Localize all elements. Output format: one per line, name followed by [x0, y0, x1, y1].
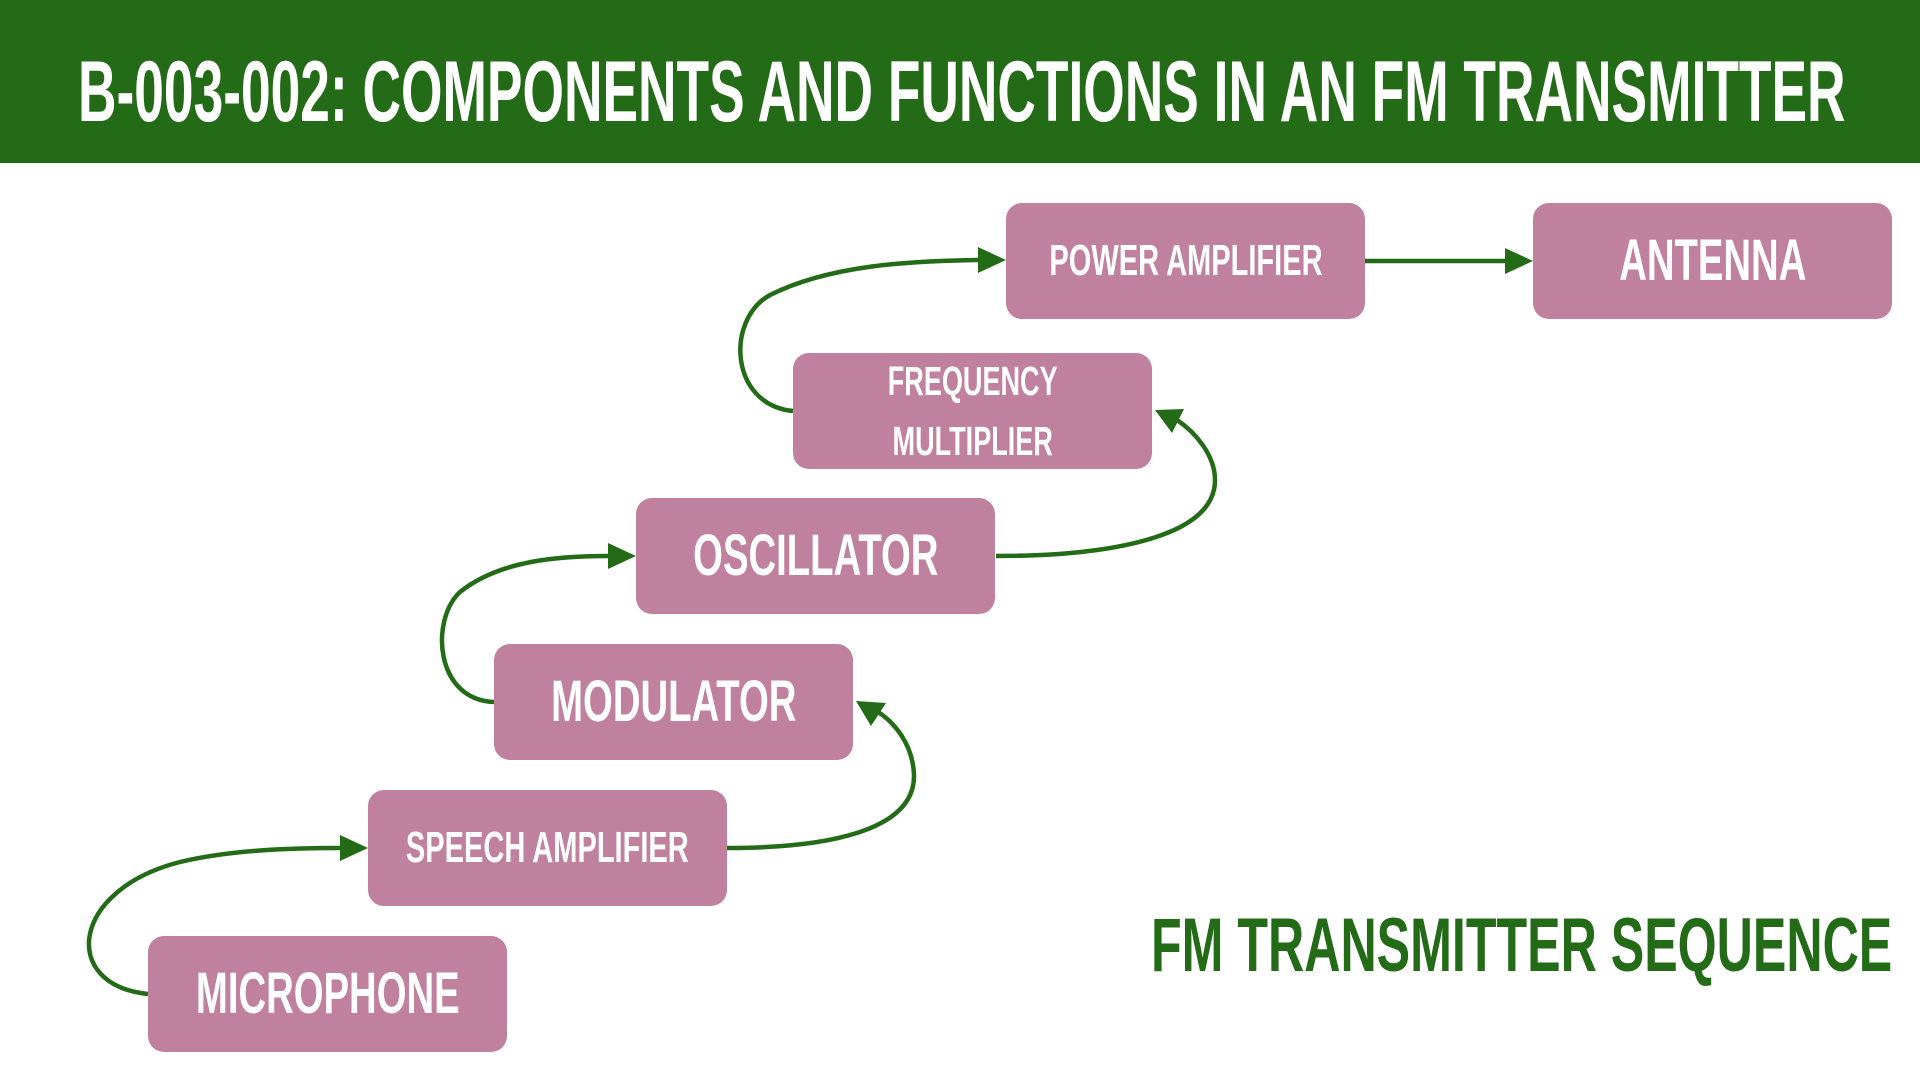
header-bar: B-003-002: COMPONENTS AND FUNCTIONS IN A…	[0, 0, 1920, 163]
stage-label: MICROPHONE	[195, 961, 460, 1026]
arrowhead-speech-amplifier	[340, 835, 368, 861]
stage-modulator: MODULATOR	[494, 644, 853, 760]
arrow-frequency-multiplier-to-power-amplifier	[738, 257, 979, 414]
arrowhead-oscillator	[608, 543, 636, 569]
arrowhead-frequency-multiplier	[1155, 409, 1184, 433]
arrow-modulator-to-oscillator	[439, 553, 609, 705]
diagram-caption: FM TRANSMITTER SEQUENCE	[1151, 903, 1893, 988]
arrow-microphone-to-speech-amplifier	[86, 845, 341, 997]
stage-microphone: MICROPHONE	[148, 936, 507, 1052]
stage-label: SPEECH AMPLIFIER	[406, 823, 689, 872]
stage-label: FREQUENCY MULTIPLIER	[887, 358, 1058, 464]
arrow-oscillator-to-frequency-multiplier	[995, 418, 1218, 559]
arrow-speech-amplifier-to-modulator	[726, 708, 917, 851]
stage-oscillator: OSCILLATOR	[636, 498, 995, 614]
stage-label: ANTENNA	[1618, 228, 1807, 293]
arrowhead-antenna	[1505, 248, 1533, 274]
page-title: B-003-002: COMPONENTS AND FUNCTIONS IN A…	[78, 44, 1846, 140]
stage-label: MODULATOR	[550, 669, 797, 734]
stage-power-amplifier: POWER AMPLIFIER	[1006, 203, 1365, 319]
stage-label: POWER AMPLIFIER	[1048, 236, 1323, 285]
stage-speech-amplifier: SPEECH AMPLIFIER	[368, 790, 727, 906]
arrowhead-power-amplifier	[978, 247, 1006, 273]
stage-antenna: ANTENNA	[1533, 203, 1892, 319]
arrowhead-modulator	[856, 701, 886, 726]
stage-label: OSCILLATOR	[692, 523, 939, 588]
stage-frequency-multiplier: FREQUENCY MULTIPLIER	[793, 353, 1152, 469]
